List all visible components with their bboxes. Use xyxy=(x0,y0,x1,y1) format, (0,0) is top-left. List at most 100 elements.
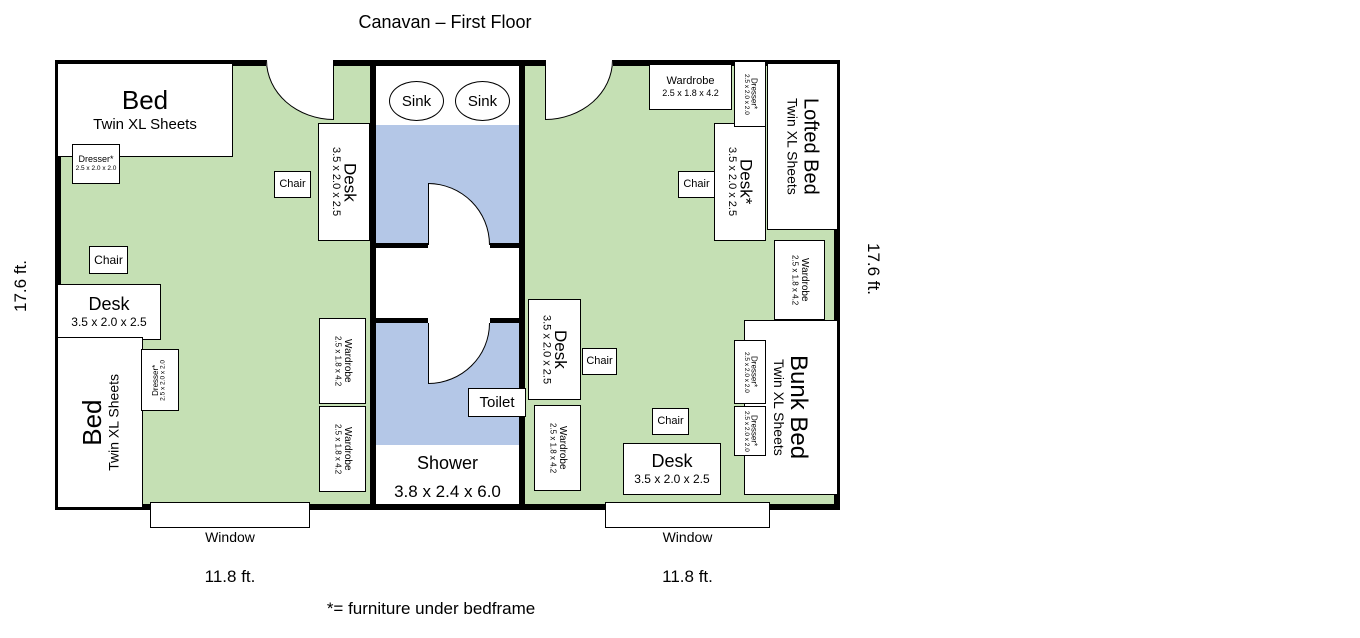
furniture-name: Dresser* xyxy=(749,78,759,110)
furniture-name: Desk xyxy=(651,451,693,472)
right-wardrobe-right: Wardrobe 2.5 x 1.8 x 4.2 xyxy=(774,240,825,320)
furniture-name: Bed xyxy=(121,85,169,116)
right-desk-bottom-label: Desk 3.5 x 2.0 x 2.5 xyxy=(634,452,709,485)
furniture-detail: Twin XL Sheets xyxy=(784,98,801,195)
left-wardrobe-lower: Wardrobe 2.5 x 1.8 x 4.2 xyxy=(319,406,366,492)
furniture-detail: Twin XL Sheets xyxy=(105,374,122,471)
left-window xyxy=(150,502,310,528)
wall-bottom xyxy=(55,504,840,510)
furniture-name: Desk* xyxy=(736,159,756,205)
furniture-detail: 3.5 x 2.0 x 2.5 xyxy=(329,147,342,217)
right-wardrobe-top-label: Wardrobe 2.5 x 1.8 x 4.2 xyxy=(662,75,719,98)
left-wardrobe-upper-label: Wardrobe 2.5 x 1.8 x 4.2 xyxy=(333,335,353,387)
furniture-detail: 2.5 x 1.8 x 4.2 xyxy=(662,87,719,98)
shower-name: Shower xyxy=(416,453,479,473)
furniture-name: Bed xyxy=(77,399,107,446)
furniture-detail: 2.5 x 1.8 x 4.2 xyxy=(333,423,343,475)
furniture-detail: 2.5 x 1.8 x 4.2 xyxy=(548,422,558,474)
left-wardrobe-upper: Wardrobe 2.5 x 1.8 x 4.2 xyxy=(319,318,366,404)
right-dresser-mid: Dresser* 2.5 x 2.0 x 2.0 xyxy=(734,340,766,404)
left-bed-top-label: Bed Twin XL Sheets xyxy=(93,87,197,132)
right-wardrobe-left-label: Wardrobe 2.5 x 1.8 x 4.2 xyxy=(548,422,568,474)
sink-left: Sink xyxy=(389,81,444,121)
right-desk-top-label: Desk* 3.5 x 2.0 x 2.5 xyxy=(725,147,756,217)
footnote: *= furniture under bedframe xyxy=(326,599,536,618)
wall-bathroom-right xyxy=(519,60,525,510)
height-dimension-right-text: 17.6 ft. xyxy=(864,242,883,295)
left-bed-bottom-label: Bed Twin XL Sheets xyxy=(77,374,122,471)
left-window-label: Window xyxy=(205,529,255,545)
furniture-detail: 2.5 x 2.0 x 2.0 xyxy=(743,351,751,393)
right-bunk-bed-label: Bunk Bed Twin XL Sheets xyxy=(770,355,812,460)
furniture-detail: Twin XL Sheets xyxy=(770,359,787,456)
left-dresser-top-label: Dresser* 2.5 x 2.0 x 2.0 xyxy=(75,154,117,172)
right-lofted-bed: Lofted Bed Twin XL Sheets xyxy=(767,63,838,230)
right-dresser-mid-label: Dresser* 2.5 x 2.0 x 2.0 xyxy=(742,351,759,393)
wall-right xyxy=(834,60,840,510)
furniture-name: Dresser* xyxy=(749,356,759,388)
right-chair-top: Chair xyxy=(678,171,715,198)
toilet: Toilet xyxy=(468,388,526,417)
wall-shower-a xyxy=(376,318,428,323)
left-wardrobe-lower-label: Wardrobe 2.5 x 1.8 x 4.2 xyxy=(333,423,353,475)
right-window-label: Window xyxy=(662,529,713,545)
left-dresser-top: Dresser* 2.5 x 2.0 x 2.0 xyxy=(72,144,120,184)
right-lofted-bed-label: Lofted Bed Twin XL Sheets xyxy=(784,98,822,195)
left-desk-wall: Desk 3.5 x 2.0 x 2.5 xyxy=(318,123,370,241)
left-desk-low: Desk 3.5 x 2.0 x 2.5 xyxy=(57,284,161,340)
furniture-detail: 2.5 x 2.0 x 2.0 xyxy=(75,164,117,172)
furniture-detail: Twin XL Sheets xyxy=(93,115,197,133)
shower-label: Shower 3.8 x 2.4 x 6.0 xyxy=(376,449,519,505)
right-dresser-low: Dresser* 2.5 x 2.0 x 2.0 xyxy=(734,406,766,456)
furniture-name: Wardrobe xyxy=(341,339,353,383)
shower-detail: 3.8 x 2.4 x 6.0 xyxy=(394,481,501,501)
furniture-detail: 3.5 x 2.0 x 2.5 xyxy=(540,314,553,385)
right-wardrobe-top: Wardrobe 2.5 x 1.8 x 4.2 xyxy=(649,64,732,110)
wall-bathroom-left xyxy=(370,60,376,510)
right-desk-top: Desk* 3.5 x 2.0 x 2.5 xyxy=(714,123,766,241)
width-dimension-left: 11.8 ft. xyxy=(204,567,256,586)
right-desk-bottom: Desk 3.5 x 2.0 x 2.5 xyxy=(623,443,721,495)
furniture-detail: 2.5 x 2.0 x 2.0 xyxy=(743,73,751,115)
right-window xyxy=(605,502,770,528)
height-dimension-right: 17.6 ft. xyxy=(858,226,888,311)
right-dresser-low-label: Dresser* 2.5 x 2.0 x 2.0 xyxy=(742,411,759,452)
right-dresser-top: Dresser* 2.5 x 2.0 x 2.0 xyxy=(734,61,766,127)
furniture-name: Dresser* xyxy=(78,154,114,165)
wall-top-right xyxy=(613,60,840,66)
right-desk-left: Desk 3.5 x 2.0 x 2.5 xyxy=(528,299,581,400)
furniture-name: Wardrobe xyxy=(666,75,715,87)
furniture-name: Desk xyxy=(88,294,130,315)
page-title: Canavan – First Floor xyxy=(358,12,532,32)
furniture-detail: 2.5 x 2.0 x 2.0 xyxy=(159,359,167,401)
furniture-name: Lofted Bed xyxy=(799,98,822,195)
furniture-detail: 2.5 x 1.8 x 4.2 xyxy=(790,254,800,306)
furniture-detail: 3.5 x 2.0 x 2.5 xyxy=(634,472,710,487)
wall-toilet-stall-a xyxy=(376,243,428,248)
sink-right: Sink xyxy=(455,81,510,121)
furniture-name: Wardrobe xyxy=(798,258,810,302)
furniture-name: Wardrobe xyxy=(341,427,353,471)
wall-toilet-stall-b xyxy=(490,243,519,248)
right-chair-low: Chair xyxy=(652,408,689,435)
left-chair-mid: Chair xyxy=(89,246,128,274)
right-wardrobe-right-label: Wardrobe 2.5 x 1.8 x 4.2 xyxy=(790,254,810,306)
right-wardrobe-left: Wardrobe 2.5 x 1.8 x 4.2 xyxy=(534,405,581,491)
furniture-detail: 3.5 x 2.0 x 2.5 xyxy=(725,147,738,217)
height-dimension-left: 17.6 ft. xyxy=(6,246,36,326)
furniture-name: Desk xyxy=(340,162,360,202)
left-bed-bottom: Bed Twin XL Sheets xyxy=(57,337,143,508)
width-dimension-right: 11.8 ft. xyxy=(662,567,713,586)
right-chair-mid: Chair xyxy=(582,348,617,375)
wall-shower-b xyxy=(490,318,519,323)
furniture-detail: 3.5 x 2.0 x 2.5 xyxy=(71,315,147,330)
furniture-detail: 2.5 x 1.8 x 4.2 xyxy=(333,335,343,387)
furniture-name: Desk xyxy=(551,330,571,369)
furniture-name: Bunk Bed xyxy=(784,355,812,460)
left-dresser-bottom-label: Dresser* 2.5 x 2.0 x 2.0 xyxy=(151,359,167,401)
left-desk-wall-label: Desk 3.5 x 2.0 x 2.5 xyxy=(329,147,360,217)
furniture-name: Wardrobe xyxy=(556,426,568,470)
furniture-name: Dresser* xyxy=(749,415,759,447)
left-chair-top: Chair xyxy=(274,171,311,198)
